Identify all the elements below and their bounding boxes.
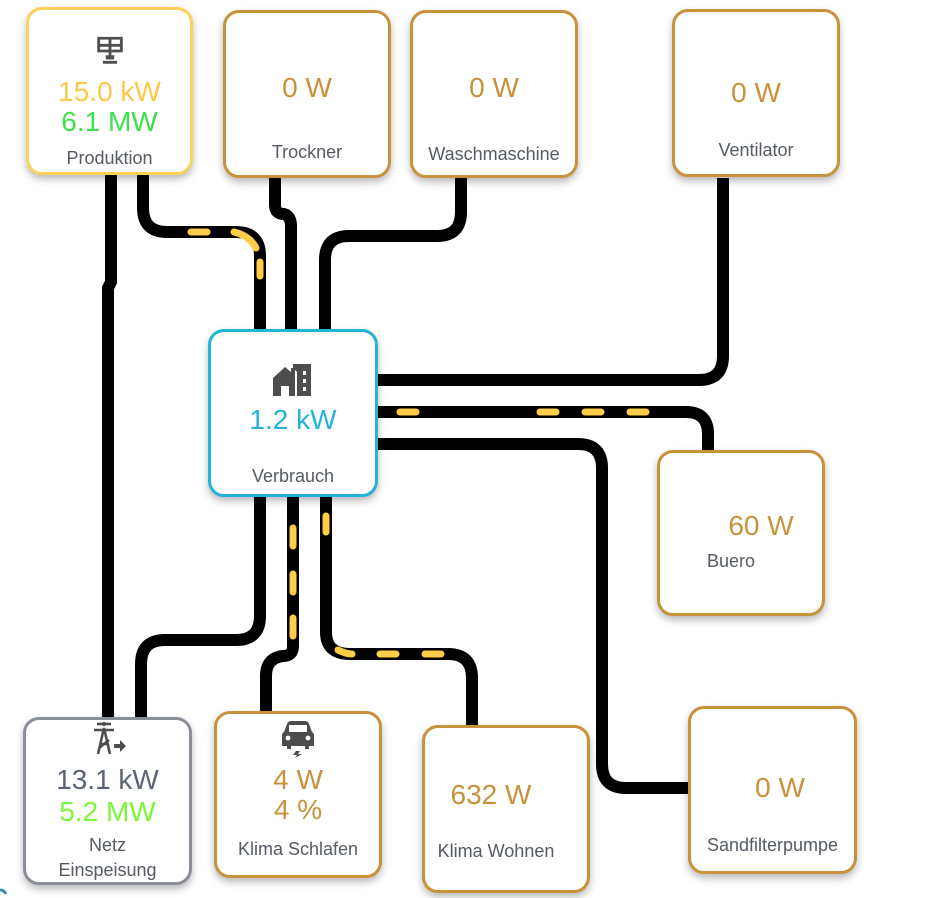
production-energy: 6.1 MW — [61, 106, 158, 137]
corner-fragment-icon — [0, 888, 8, 895]
home-power: 1.2 kW — [249, 404, 337, 435]
home-node[interactable]: 1.2 kW Verbrauch — [208, 329, 378, 497]
flow-line-production-grid — [102, 175, 117, 720]
consumer-node-sandfilterpumpe[interactable]: 0 W Sandfilterpumpe — [688, 706, 857, 874]
klima-schlafen-label: Klima Schlafen — [237, 839, 359, 859]
consumer-node-trockner[interactable]: 0 W Trockner — [223, 10, 391, 178]
grid-node[interactable]: 13.1 kW 5.2 MW Netz Einspeisung — [23, 717, 192, 885]
flow-line-waschmaschine-home — [319, 178, 467, 330]
consumer-node-klima-schlafen[interactable]: 4 W 4 % Klima Schlafen — [214, 711, 382, 878]
buero-label: Buero — [706, 551, 756, 571]
grid-label-line1: Netz — [88, 835, 126, 855]
sandfilterpumpe-power: 0 W — [755, 772, 805, 803]
flow-dash-production-home — [187, 228, 264, 280]
flow-line-home-grid — [135, 496, 266, 718]
flow-line-home-klima-schlafen — [260, 496, 299, 712]
flow-line-trockner-home — [269, 178, 297, 330]
waschmaschine-label: Waschmaschine — [428, 144, 560, 164]
grid-power: 13.1 kW — [56, 764, 159, 795]
grid-energy: 5.2 MW — [59, 796, 156, 827]
home-building-icon — [273, 364, 311, 396]
klima-wohnen-power: 632 W — [450, 779, 532, 810]
consumer-node-buero[interactable]: 60 W Buero — [657, 450, 825, 616]
flow-line-production-home — [137, 175, 266, 330]
klima-schlafen-power: 4 W — [273, 764, 323, 795]
trockner-power: 0 W — [282, 72, 332, 103]
buero-power: 60 W — [728, 510, 794, 541]
transmission-tower-export-icon — [93, 722, 126, 755]
flow-line-buero-home — [378, 406, 714, 450]
production-power: 15.0 kW — [58, 76, 161, 107]
production-node[interactable]: 15.0 kW 6.1 MW Produktion — [26, 7, 193, 175]
flow-line-home-klima-wohnen — [320, 496, 478, 726]
solar-panel-icon — [96, 36, 123, 64]
flow-line-sandfilterpumpe-home — [378, 438, 690, 794]
klima-wohnen-label: Klima Wohnen — [437, 841, 555, 861]
consumer-node-waschmaschine[interactable]: 0 W Waschmaschine — [410, 10, 578, 178]
ventilator-power: 0 W — [731, 77, 781, 108]
consumer-node-ventilator[interactable]: 0 W Ventilator — [672, 9, 840, 177]
flow-line-ventilator-home — [378, 178, 729, 386]
grid-label-line2: Einspeisung — [58, 860, 157, 880]
flow-dash-home-klima-wohnen — [322, 512, 445, 658]
home-label: Verbrauch — [251, 466, 335, 486]
consumer-node-klima-wohnen[interactable]: 632 W Klima Wohnen — [422, 725, 590, 893]
production-label: Produktion — [66, 148, 153, 168]
klima-schlafen-soc: 4 % — [273, 794, 323, 825]
car-electric-icon — [282, 721, 314, 758]
waschmaschine-power: 0 W — [469, 72, 519, 103]
ventilator-label: Ventilator — [718, 140, 794, 160]
trockner-label: Trockner — [271, 142, 343, 162]
sandfilterpumpe-label: Sandfilterpumpe — [706, 835, 839, 855]
